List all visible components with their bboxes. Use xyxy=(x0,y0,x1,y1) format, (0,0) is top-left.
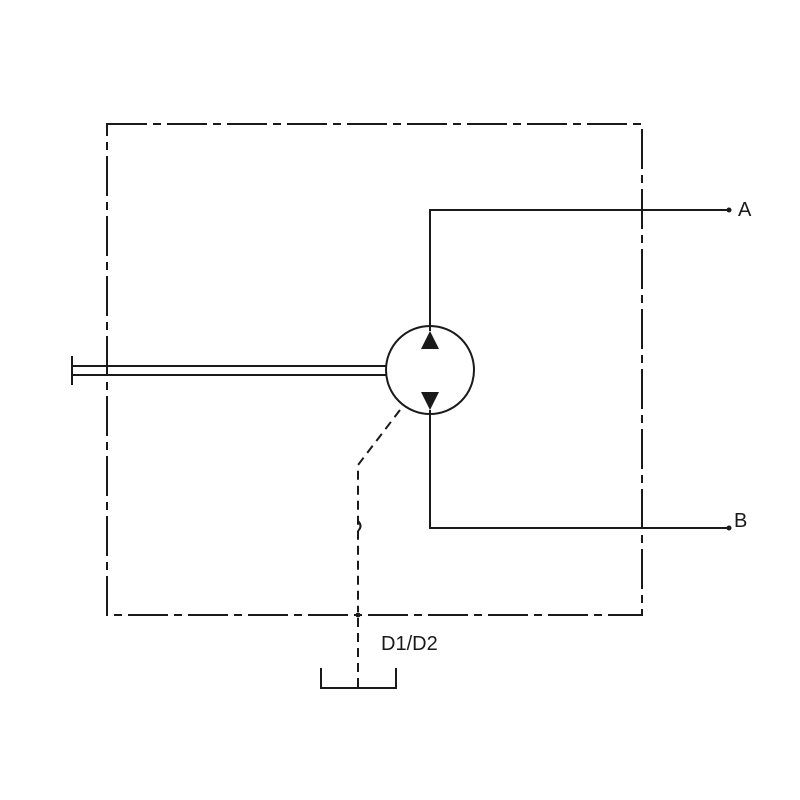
port-b-line xyxy=(429,410,728,529)
port-a-line xyxy=(429,209,728,331)
flow-arrow-down-icon xyxy=(421,392,439,410)
component-enclosure xyxy=(106,123,643,616)
drain-line xyxy=(357,409,401,612)
drive-shaft xyxy=(71,356,386,385)
drain-port-label: D1/D2 xyxy=(381,633,438,655)
drain-junction-dot xyxy=(355,612,361,618)
tank-icon xyxy=(320,668,397,689)
port-b-connection-dot xyxy=(726,525,732,531)
drain-line-crossover xyxy=(357,520,362,532)
flow-arrow-up-icon xyxy=(421,331,439,349)
port-a-connection-dot xyxy=(726,207,732,213)
port-a-label: A xyxy=(738,199,752,221)
port-b-label: B xyxy=(734,510,747,532)
